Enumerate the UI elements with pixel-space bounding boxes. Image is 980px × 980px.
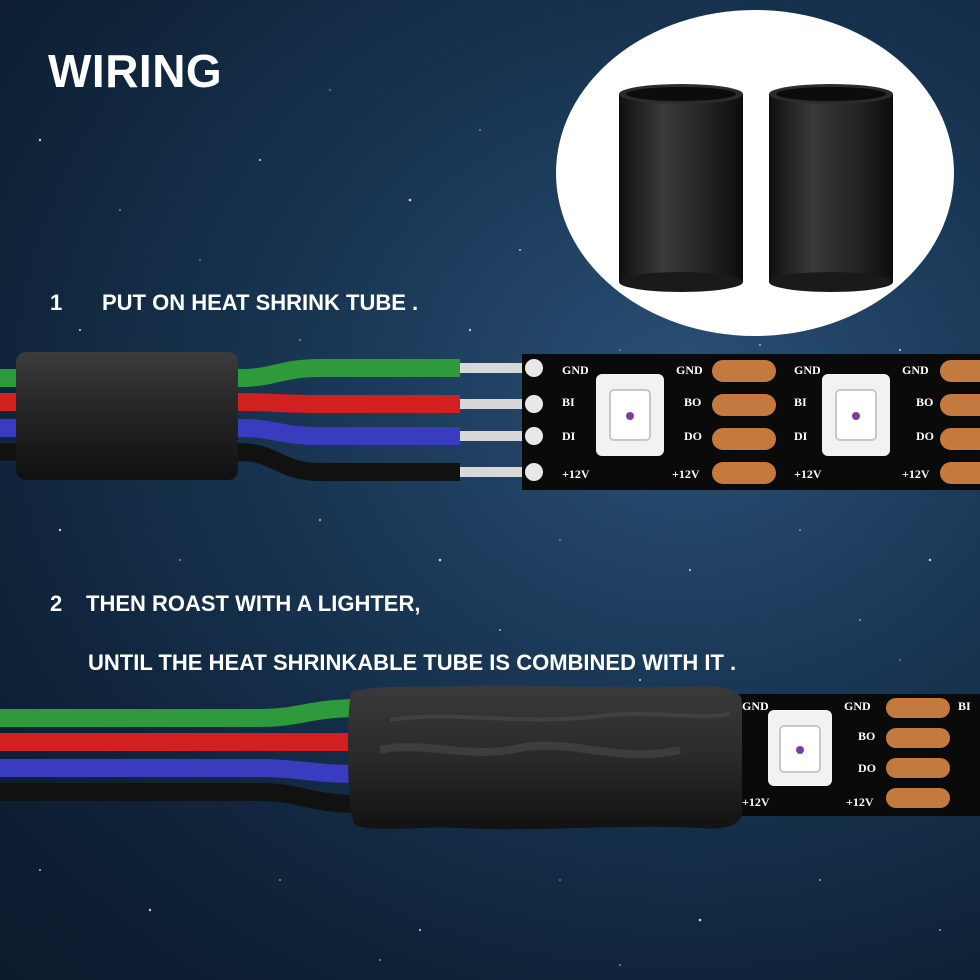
label-12v-3: +12V bbox=[794, 467, 822, 481]
solder-pad bbox=[712, 360, 776, 382]
wire-blue bbox=[0, 419, 460, 445]
label-12v-2: +12V bbox=[672, 467, 700, 481]
label-do-2: DO bbox=[916, 429, 934, 443]
step-1-illustration: GND BI DI +12V GND BO DO +12V GND BI DI … bbox=[0, 352, 980, 490]
label-12v: +12V bbox=[562, 467, 590, 481]
step-2-text: THEN ROAST WITH A LIGHTER, bbox=[86, 591, 421, 616]
label-di: DI bbox=[562, 429, 576, 443]
label-12v-5: +12V bbox=[742, 795, 770, 809]
label-do: DO bbox=[684, 429, 702, 443]
wire-green-2 bbox=[0, 699, 361, 727]
solder-pad bbox=[940, 360, 980, 382]
solder-pad bbox=[886, 788, 950, 808]
label-gnd-5: GND bbox=[742, 699, 769, 713]
solder-pad bbox=[886, 698, 950, 718]
label-di-2: DI bbox=[794, 429, 808, 443]
heat-shrink-tube-shrunk bbox=[347, 685, 742, 830]
page-title: WIRING bbox=[48, 45, 223, 97]
solder-pad bbox=[940, 394, 980, 416]
label-gnd-4: GND bbox=[902, 363, 929, 377]
led-strip-top: GND BI DI +12V GND BO DO +12V GND BI DI … bbox=[522, 354, 980, 490]
label-bo-3: BO bbox=[858, 729, 875, 743]
heat-shrink-tubes-circle bbox=[556, 10, 954, 336]
solder-pad bbox=[712, 428, 776, 450]
label-gnd-2: GND bbox=[676, 363, 703, 377]
label-do-3: DO bbox=[858, 761, 876, 775]
solder-pad bbox=[712, 462, 776, 484]
heat-shrink-tube-left bbox=[619, 84, 743, 292]
heat-shrink-tube-right bbox=[769, 84, 893, 292]
wire-black bbox=[0, 443, 460, 481]
label-gnd: GND bbox=[562, 363, 589, 377]
solder-pad bbox=[940, 462, 980, 484]
label-bi: BI bbox=[562, 395, 575, 409]
solder-pad bbox=[886, 758, 950, 778]
step-2-number: 2 bbox=[50, 591, 63, 616]
solder-pad bbox=[886, 728, 950, 748]
step-2-illustration: GND +12V GND BO DO +12V BI bbox=[0, 685, 980, 830]
wire-blue-2 bbox=[0, 759, 361, 783]
wire-green bbox=[0, 359, 460, 387]
wire-black-2 bbox=[0, 783, 361, 813]
step-1-number: 1 bbox=[50, 290, 63, 315]
wire-tips bbox=[460, 363, 530, 477]
solder-pad bbox=[940, 428, 980, 450]
label-bi-3: BI bbox=[958, 699, 971, 713]
step-2-text-continued: UNTIL THE HEAT SHRINKABLE TUBE IS COMBIN… bbox=[88, 650, 737, 675]
label-12v-4: +12V bbox=[902, 467, 930, 481]
wire-red bbox=[0, 393, 460, 413]
label-12v-6: +12V bbox=[846, 795, 874, 809]
label-bo-2: BO bbox=[916, 395, 933, 409]
label-bo: BO bbox=[684, 395, 701, 409]
label-gnd-3: GND bbox=[794, 363, 821, 377]
label-gnd-6: GND bbox=[844, 699, 871, 713]
heat-shrink-tube-on-wires bbox=[16, 352, 238, 480]
led-strip-bottom: GND +12V GND BO DO +12V BI bbox=[730, 694, 980, 816]
label-bi-2: BI bbox=[794, 395, 807, 409]
step-1-text: PUT ON HEAT SHRINK TUBE . bbox=[102, 290, 419, 315]
solder-pad bbox=[712, 394, 776, 416]
heat-shrink-tubes-illustration bbox=[619, 84, 893, 292]
